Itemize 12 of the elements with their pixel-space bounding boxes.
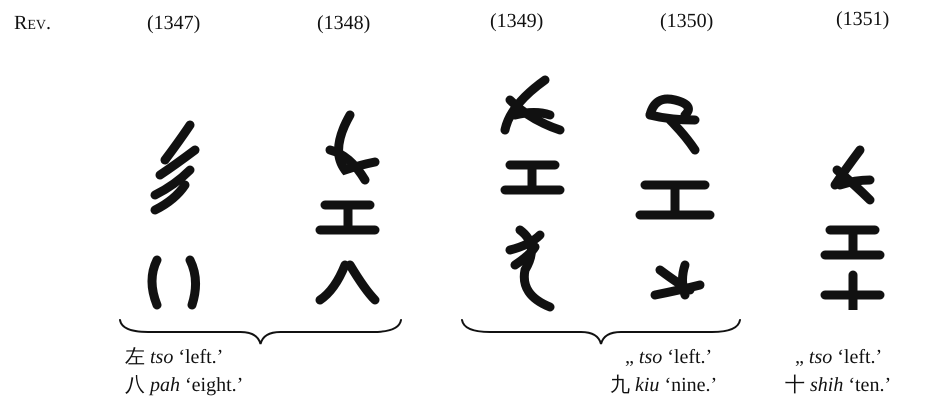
reading-note: 左 tso ‘left.’ — [125, 346, 224, 368]
reading-note: „ tso ‘left.’ — [625, 346, 712, 368]
plate-number: (1351) — [836, 8, 890, 30]
reading-note: 九 kiu ‘nine.’ — [610, 374, 718, 396]
reading-note: 八 pah ‘eight.’ — [125, 374, 244, 396]
plate-number: (1347) — [147, 12, 200, 34]
reading-note: „ tso ‘left.’ — [795, 346, 882, 368]
plate-number: (1348) — [317, 12, 370, 34]
side-label: Rev. — [14, 12, 52, 34]
plate-number: (1350) — [660, 10, 714, 32]
plate-number: (1349) — [490, 10, 544, 32]
reading-note: 十 shih ‘ten.’ — [785, 374, 892, 396]
